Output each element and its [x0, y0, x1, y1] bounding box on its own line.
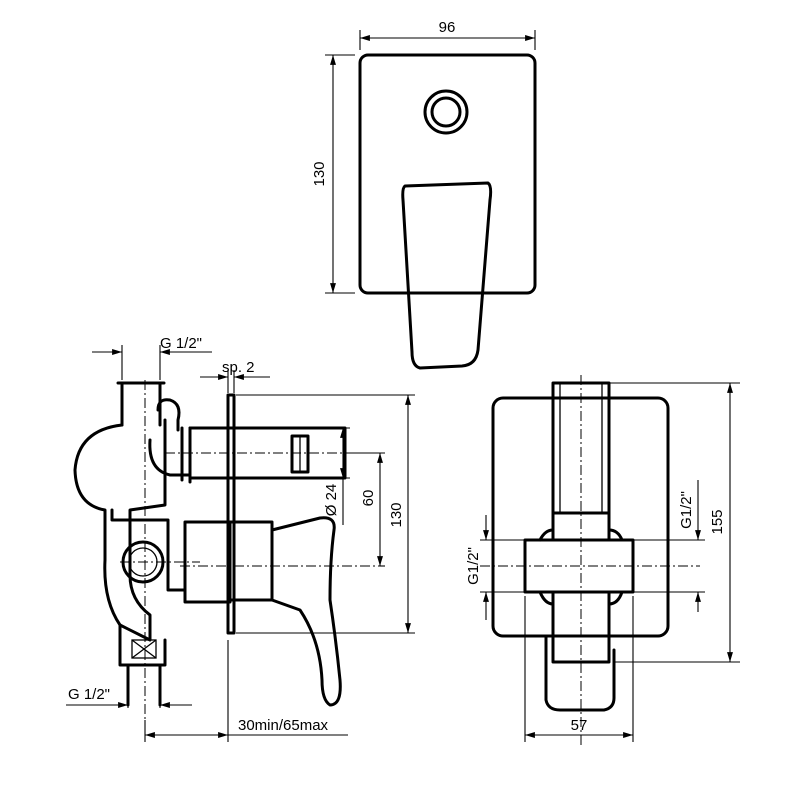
- rear-height-label: 155: [709, 509, 726, 534]
- rear-view: G1/2" G1/2" 155 57: [465, 375, 740, 745]
- valve-body: [73, 418, 167, 642]
- front-view: 96 130: [311, 19, 537, 370]
- rear-handle: [544, 634, 616, 712]
- diverter-knob-inner: [430, 96, 462, 128]
- front-width-label: 96: [439, 19, 456, 36]
- diameter-label: Ø 24: [323, 484, 340, 517]
- mixer-block: [183, 520, 232, 604]
- front-cover-plate: [358, 53, 537, 295]
- side-wall-plate: [226, 393, 236, 635]
- bottom-fitting-box: [131, 639, 157, 659]
- thread-bottom-label: G 1/2": [68, 686, 110, 703]
- upper-spindle-tube: [188, 426, 347, 480]
- thread-top-label: G 1/2": [160, 335, 202, 352]
- offset-label: 60: [360, 490, 377, 507]
- diverter-knob-outer: [423, 89, 469, 135]
- plate-thickness-label: sp. 2: [222, 359, 255, 376]
- side-height-label: 130: [388, 502, 405, 527]
- depth-label: 30min/65max: [238, 717, 329, 734]
- rear-thread-left-label: G1/2": [465, 547, 482, 585]
- front-height-label: 130: [311, 161, 328, 186]
- side-handle-lever: [270, 516, 342, 707]
- front-handle-lever: [401, 181, 493, 370]
- rear-width-label: 57: [571, 717, 588, 734]
- side-view: G 1/2" sp. 2 Ø 24 60 130 G 1/2" 30mi: [66, 335, 415, 742]
- rear-thread-right-label: G1/2": [678, 491, 695, 529]
